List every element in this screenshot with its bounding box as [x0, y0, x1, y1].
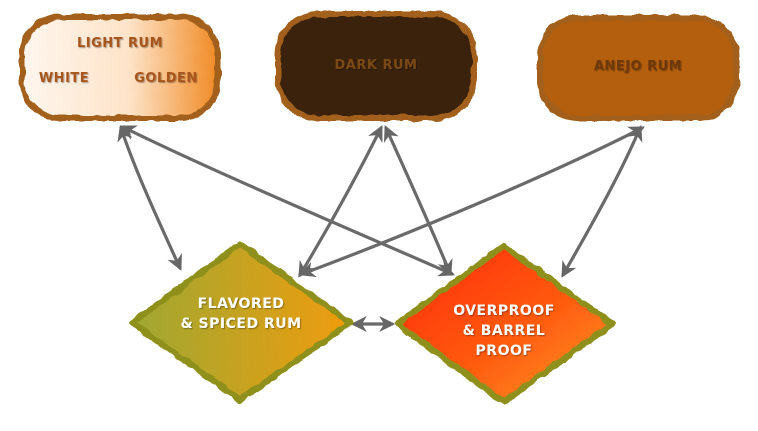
node-dark-rum-title: DARK RUM — [335, 58, 418, 73]
connector-arrows — [117, 124, 645, 332]
node-overproof-barrel-proof: OVERPROOF & BARREL PROOF — [394, 243, 615, 405]
arrow-dark-to-overproof — [383, 125, 453, 276]
node-overproof-line3: PROOF — [476, 343, 533, 359]
node-light-rum-golden: GOLDEN — [134, 71, 198, 86]
node-anejo-rum-shape — [537, 15, 739, 121]
node-overproof-line2: & BARREL — [463, 323, 546, 339]
node-light-rum-title: LIGHT RUM — [77, 36, 163, 51]
node-flavored-line2: & SPICED RUM — [180, 316, 301, 332]
node-dark-rum-shape — [275, 11, 477, 121]
node-overproof-line1: OVERPROOF — [453, 303, 555, 319]
node-flavored-shape — [129, 241, 353, 403]
node-anejo-rum-title: ANEJO RUM — [594, 59, 682, 74]
arrow-dark-to-flavored — [298, 125, 383, 278]
node-dark-rum: DARK RUM — [275, 11, 477, 121]
node-anejo-rum: ANEJO RUM — [537, 15, 739, 121]
node-flavored-line1: FLAVORED — [198, 296, 285, 312]
arrow-anejo-to-overproof — [561, 125, 643, 278]
node-light-rum-white: WHITE — [39, 71, 89, 86]
node-overproof-shape — [394, 243, 615, 405]
node-flavored-spiced-rum: FLAVORED & SPICED RUM — [129, 241, 353, 403]
node-light-rum-shape — [19, 14, 221, 121]
arrow-anejo-to-flavored — [299, 126, 645, 278]
node-light-rum: LIGHT RUM WHITE GOLDEN — [19, 14, 221, 121]
